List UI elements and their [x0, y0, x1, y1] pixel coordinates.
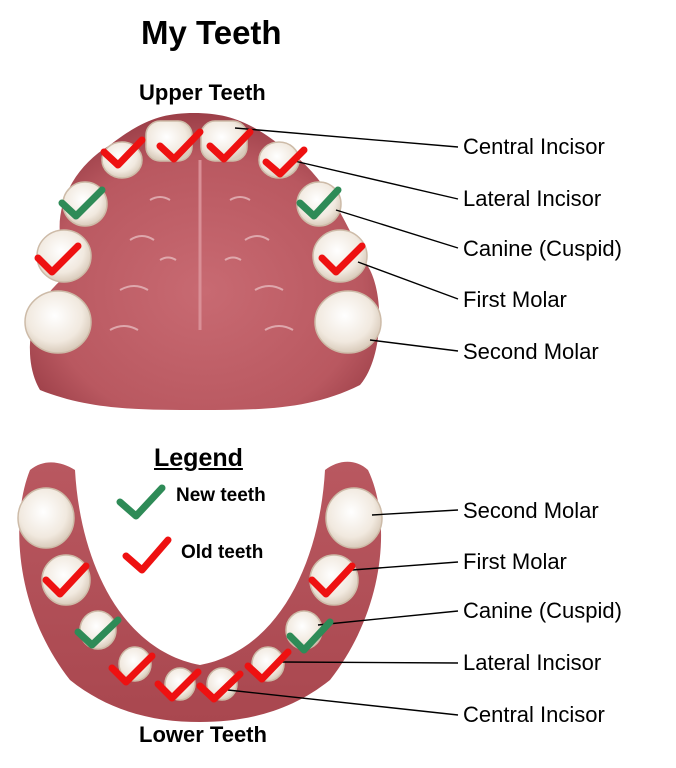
- leader-lower-central: [227, 689, 459, 716]
- label-lower-canine: Canine (Cuspid): [463, 598, 622, 623]
- label-lower-lateral-incisor: Lateral Incisor: [463, 650, 602, 675]
- old-tooth-check-icon: [156, 128, 204, 163]
- leader-upper-canine: [335, 209, 459, 249]
- tooth-lower-first-molar-right: [309, 554, 359, 606]
- label-upper-first-molar: First Molar: [463, 287, 567, 312]
- tooth-lower-second-molar-left: [17, 487, 75, 549]
- old-tooth-check-icon: [34, 242, 82, 276]
- new-tooth-check-icon: [286, 618, 334, 654]
- lower-check-marks: [42, 562, 356, 703]
- tooth-lower-central-left: [164, 667, 196, 701]
- tooth-upper-second-molar-left: [24, 290, 92, 354]
- old-tooth-check-icon: [318, 242, 366, 276]
- upper-teeth-label: Upper Teeth: [139, 80, 266, 105]
- page-title: My Teeth: [141, 14, 282, 51]
- legend-old-label: Old teeth: [181, 542, 264, 563]
- leader-lower-canine: [317, 610, 459, 626]
- old-tooth-check-icon: [154, 668, 202, 702]
- leader-lower-second-molar: [371, 509, 459, 516]
- old-tooth-check-icon: [108, 652, 156, 686]
- legend-old-check-icon: [122, 536, 172, 574]
- leader-upper-second-molar: [369, 339, 459, 352]
- new-tooth-check-icon: [296, 186, 342, 220]
- palate-texture: [109, 196, 294, 331]
- label-lower-first-molar: First Molar: [463, 549, 567, 574]
- old-tooth-check-icon: [262, 146, 308, 178]
- label-upper-second-molar: Second Molar: [463, 339, 599, 364]
- label-upper-central-incisor: Central Incisor: [463, 134, 605, 159]
- old-tooth-check-icon: [196, 670, 244, 703]
- leader-lines: [227, 127, 459, 716]
- leader-lower-first-molar: [351, 561, 459, 571]
- label-lower-second-molar: Second Molar: [463, 498, 599, 523]
- tooth-lower-central-right: [206, 667, 238, 701]
- upper-gum: [29, 113, 380, 410]
- legend-new-label: New teeth: [176, 485, 266, 506]
- upper-check-marks: [34, 128, 366, 276]
- leader-upper-lateral: [289, 159, 459, 200]
- new-tooth-check-icon: [74, 616, 122, 649]
- legend-new-check-icon: [116, 484, 166, 520]
- old-tooth-check-icon: [206, 128, 254, 163]
- legend-title: Legend: [154, 444, 243, 472]
- old-tooth-check-icon: [244, 648, 292, 683]
- old-tooth-check-icon: [100, 136, 146, 169]
- label-upper-lateral-incisor: Lateral Incisor: [463, 186, 602, 211]
- tooth-lower-second-molar-right: [325, 487, 383, 549]
- tooth-lower-canine-right: [285, 610, 323, 650]
- tooth-upper-first-molar-right: [312, 229, 368, 283]
- label-upper-canine: Canine (Cuspid): [463, 236, 622, 261]
- old-tooth-check-icon: [42, 562, 90, 598]
- leader-upper-first-molar: [357, 261, 459, 300]
- tooth-upper-second-molar-right: [314, 290, 382, 354]
- old-tooth-check-icon: [308, 562, 356, 598]
- lower-teeth-label: Lower Teeth: [139, 722, 267, 747]
- leader-upper-central: [234, 127, 459, 148]
- tooth-lower-lateral-left: [118, 646, 152, 682]
- new-tooth-check-icon: [58, 186, 106, 220]
- lower-gum: [19, 461, 382, 722]
- label-lower-central-incisor: Central Incisor: [463, 702, 605, 727]
- leader-lower-lateral: [280, 661, 459, 664]
